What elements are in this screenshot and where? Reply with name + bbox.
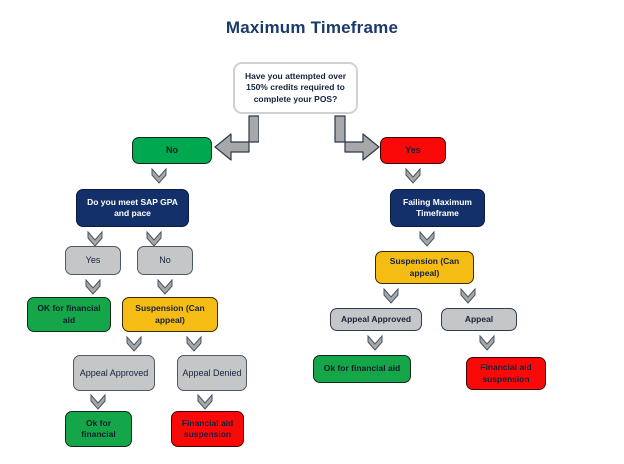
down-chevron-icon — [382, 286, 399, 304]
node-left-appeal-denied: Appeal Denied — [177, 355, 247, 391]
down-chevron-icon — [196, 392, 213, 410]
down-chevron-icon — [156, 277, 173, 295]
down-chevron-icon — [366, 333, 383, 351]
node-left-suspension: Suspension (Can appeal) — [122, 297, 218, 332]
page-title: Maximum Timeframe — [225, 18, 399, 37]
node-sap-yes: Yes — [65, 246, 121, 275]
node-left-ok-financial: Ok for financial — [65, 411, 132, 447]
node-sap-no: No — [137, 246, 193, 275]
down-chevron-icon — [89, 392, 106, 410]
down-chevron-icon — [125, 334, 142, 352]
node-sap-question: Do you meet SAP GPA and pace — [76, 189, 189, 227]
down-chevron-icon — [84, 277, 101, 295]
node-branch-no: No — [132, 137, 212, 164]
down-chevron-icon — [418, 229, 435, 247]
down-chevron-icon — [145, 229, 162, 247]
node-right-appeal-approved: Appeal Approved — [330, 308, 422, 331]
node-left-appeal-approved: Appeal Approved — [73, 355, 155, 391]
down-chevron-icon — [185, 334, 202, 352]
down-chevron-icon — [478, 333, 495, 351]
node-right-suspension: Suspension (Can appeal) — [375, 251, 474, 284]
node-failing-maximum-timeframe: Failing Maximum Timeframe — [390, 189, 485, 227]
elbow-connector-left — [209, 114, 259, 164]
down-chevron-icon — [459, 286, 476, 304]
node-right-ok-financial-aid: Ok for financial aid — [313, 355, 411, 383]
down-chevron-icon — [404, 166, 421, 184]
node-left-aid-suspension: Financial aid suspension — [171, 411, 244, 447]
node-left-ok-financial-aid: OK for financial aid — [27, 297, 111, 332]
node-right-aid-suspension: Financial aid suspension — [466, 357, 546, 390]
elbow-connector-right — [329, 114, 385, 164]
node-branch-yes: Yes — [380, 137, 446, 164]
down-chevron-icon — [86, 229, 103, 247]
node-initial-question: Have you attempted over 150% credits req… — [233, 62, 358, 114]
down-chevron-icon — [150, 166, 167, 184]
node-right-appeal: Appeal — [441, 308, 517, 331]
